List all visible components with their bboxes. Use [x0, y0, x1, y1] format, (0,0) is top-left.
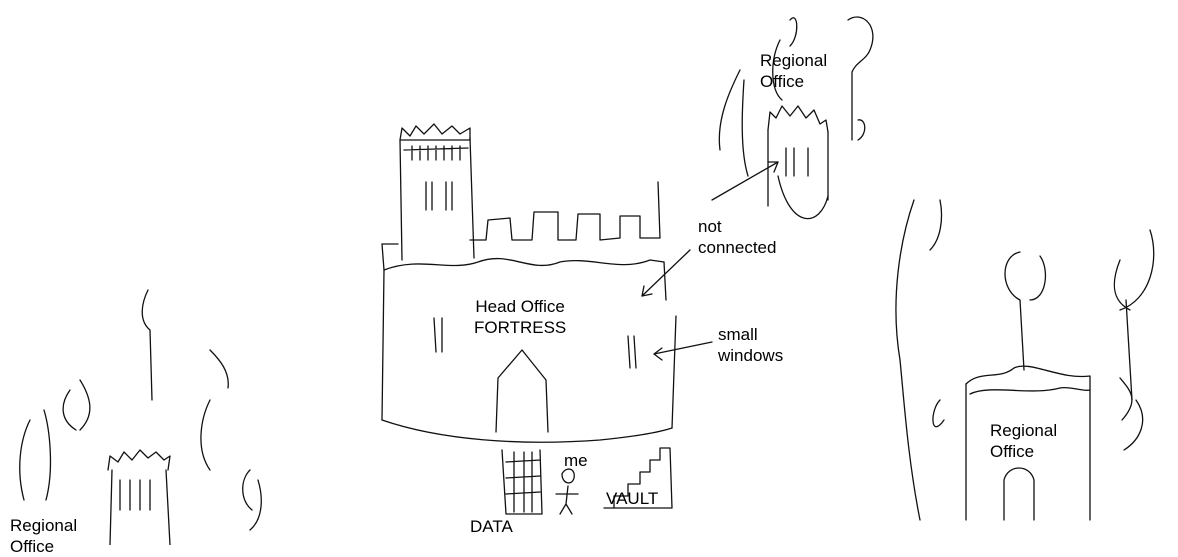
data-label: DATA — [470, 516, 513, 537]
head-office-door — [496, 350, 548, 432]
regional-office-left-castle — [20, 290, 262, 545]
data-room — [502, 450, 542, 514]
fortress-sketch — [0, 0, 1178, 545]
head-office-label: Head Office FORTRESS — [474, 296, 566, 338]
head-office-tower — [400, 138, 474, 260]
regional-office-top-label: Regional Office — [760, 50, 827, 92]
regional-office-right-castle — [896, 200, 1154, 520]
head-office-walls — [382, 262, 676, 428]
regional-office-left-label: Regional Office — [10, 515, 77, 557]
me-label: me — [564, 450, 588, 471]
regional-office-right-label: Regional Office — [990, 420, 1057, 462]
regional-office-top-castle — [719, 17, 873, 219]
head-office-battlements — [470, 182, 660, 240]
small-windows-label: small windows — [718, 324, 783, 366]
not-connected-label: not connected — [698, 216, 776, 258]
small-window — [628, 336, 636, 368]
small-window — [434, 318, 442, 352]
arrow-to-small-window — [654, 342, 712, 360]
stick-figure-me — [556, 469, 578, 514]
vault-label: VAULT — [606, 488, 658, 509]
